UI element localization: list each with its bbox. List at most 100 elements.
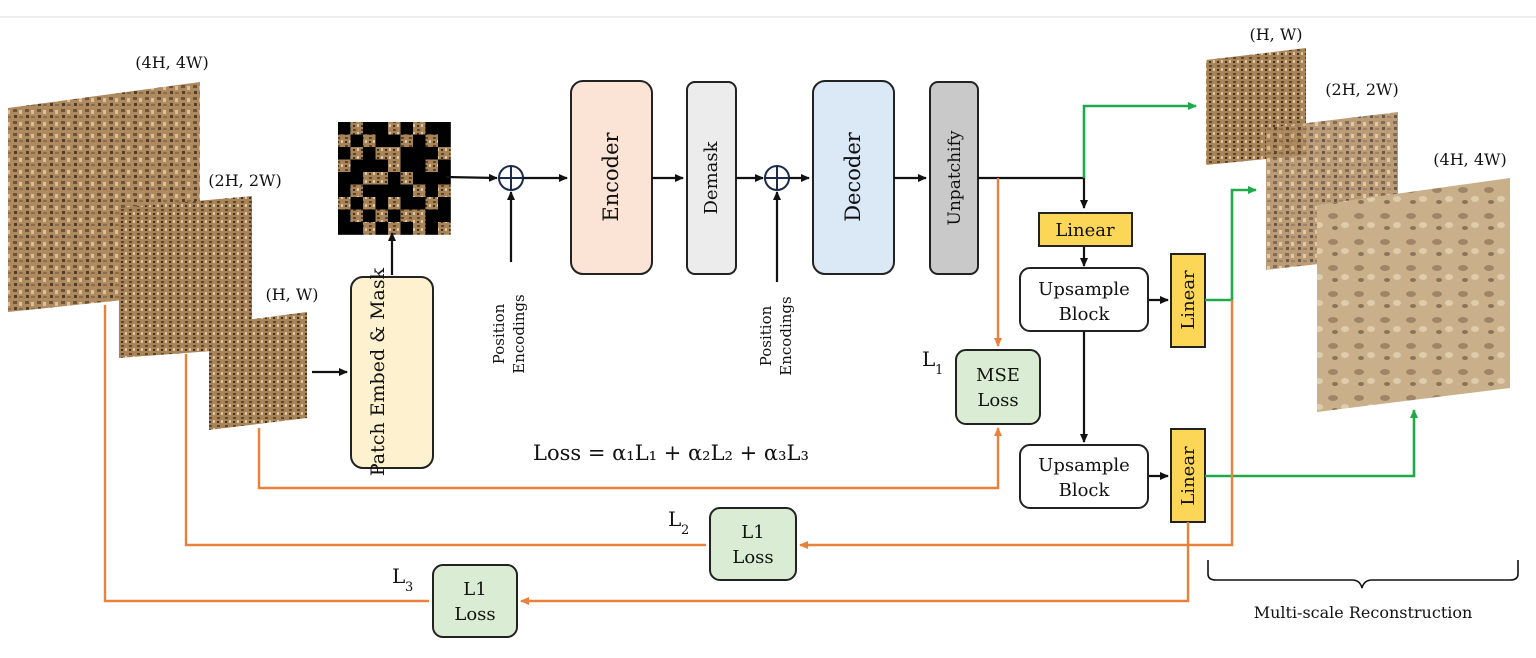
decoder-label: Decoder [841,131,865,222]
upsample-label: Block [1059,480,1111,501]
mask-patch [413,159,426,173]
linear-block-top: Linear [1038,212,1133,247]
masked-patch-grid [338,122,451,235]
mask-patch [438,134,451,148]
mse-loss-box: MSE Loss [955,349,1041,425]
loss-tag-l3: L 3 [392,564,413,595]
position-encodings-label: Position [490,303,508,364]
caption: Multi-scale Reconstruction [1254,603,1473,622]
mask-patch [350,222,364,235]
mask-patch [413,209,426,223]
mask-patch [388,184,401,198]
mask-patch [425,134,439,148]
position-encodings-label: Encodings [777,296,795,375]
upsample-block-1: Upsample Block [1019,267,1149,332]
linear-label: Linear [1178,446,1199,506]
svg-text:L: L [668,507,681,531]
mask-patch [338,147,351,160]
mask-patch [338,184,351,198]
mask-patch [438,172,451,185]
l1-loss-label: L1 [741,522,764,543]
mask-patch [413,134,426,148]
mask-patch [338,197,351,210]
input-scale-label: (H, W) [265,285,318,304]
linear-block-bottom: Linear [1170,428,1206,523]
mask-patch [363,197,376,210]
l1-loss-box-2: L1 Loss [709,507,797,581]
upsample-label: Upsample [1038,455,1130,476]
position-encodings-label: Encodings [510,294,528,373]
svg-text:L: L [392,564,405,588]
upsample-label: Block [1059,304,1111,325]
mask-patch [413,147,426,160]
mask-patch [413,122,426,135]
demask-label: Demask [701,140,722,214]
svg-text:L: L [922,347,935,371]
mask-patch [438,184,451,198]
loss-tag-l1: L 1 [922,347,943,378]
l1-loss-label: L1 [463,579,486,600]
mask-patch [350,159,364,173]
mask-patch [425,159,439,173]
mask-patch [425,122,439,135]
mask-patch [375,197,389,210]
encoder-block: Encoder [570,80,653,275]
mask-patch [400,147,414,160]
demask-block: Demask [686,81,737,275]
mask-patch [363,222,376,235]
mask-patch [388,159,401,173]
linear-label: Linear [1178,270,1199,330]
mask-patch [350,209,364,223]
mask-patch [438,222,451,235]
mask-patch [375,222,389,235]
mask-patch [438,197,451,210]
output-scale-label: (H, W) [1249,25,1302,44]
mask-patch [350,147,364,160]
input-scale-label: (2H, 2W) [208,171,281,190]
mask-patch [338,222,351,235]
mask-patch [388,147,401,160]
mask-patch [363,172,376,185]
mask-patch [413,222,426,235]
mse-loss-label: Loss [977,390,1018,411]
mask-patch [425,222,439,235]
mask-patch [400,134,414,148]
output-scale-label: (2H, 2W) [1325,80,1398,99]
mask-patch [350,134,364,148]
l1-loss-label: Loss [454,604,495,625]
patch-embed-label: Patch Embed & Mask [367,267,389,476]
svg-text:3: 3 [405,580,413,595]
mask-patch [338,134,351,148]
input-image-h [209,312,307,430]
mask-patch [350,197,364,210]
position-encodings-label: Position [757,305,775,366]
decoder-block: Decoder [812,80,895,275]
l1-loss-box-3: L1 Loss [432,564,518,638]
mask-patch [375,122,389,135]
mask-patch [438,209,451,223]
upsample-block-2: Upsample Block [1019,444,1149,509]
caption-brace [1207,560,1519,589]
unpatchify-label: Unpatchify [945,130,965,225]
mask-patch [400,159,414,173]
encoder-label: Encoder [599,131,623,221]
mask-patch [425,209,439,223]
patch-embed-block: Patch Embed & Mask [350,267,434,476]
mask-patch [388,122,401,135]
mask-patch [338,122,351,135]
mask-patch [425,147,439,160]
main-flow-arrows [312,173,1169,480]
mask-patch [400,184,414,198]
mask-patch [438,159,451,173]
mask-patch [350,172,364,185]
mask-patch [388,222,401,235]
position-add-circle-1 [498,165,524,191]
mask-patch [400,172,414,185]
mse-loss-label: MSE [976,365,1020,386]
input-image-2h [119,196,252,358]
mask-patch [388,172,401,185]
loss-arrows [103,178,1234,605]
mask-patch [363,184,376,198]
mask-patch [350,184,364,198]
